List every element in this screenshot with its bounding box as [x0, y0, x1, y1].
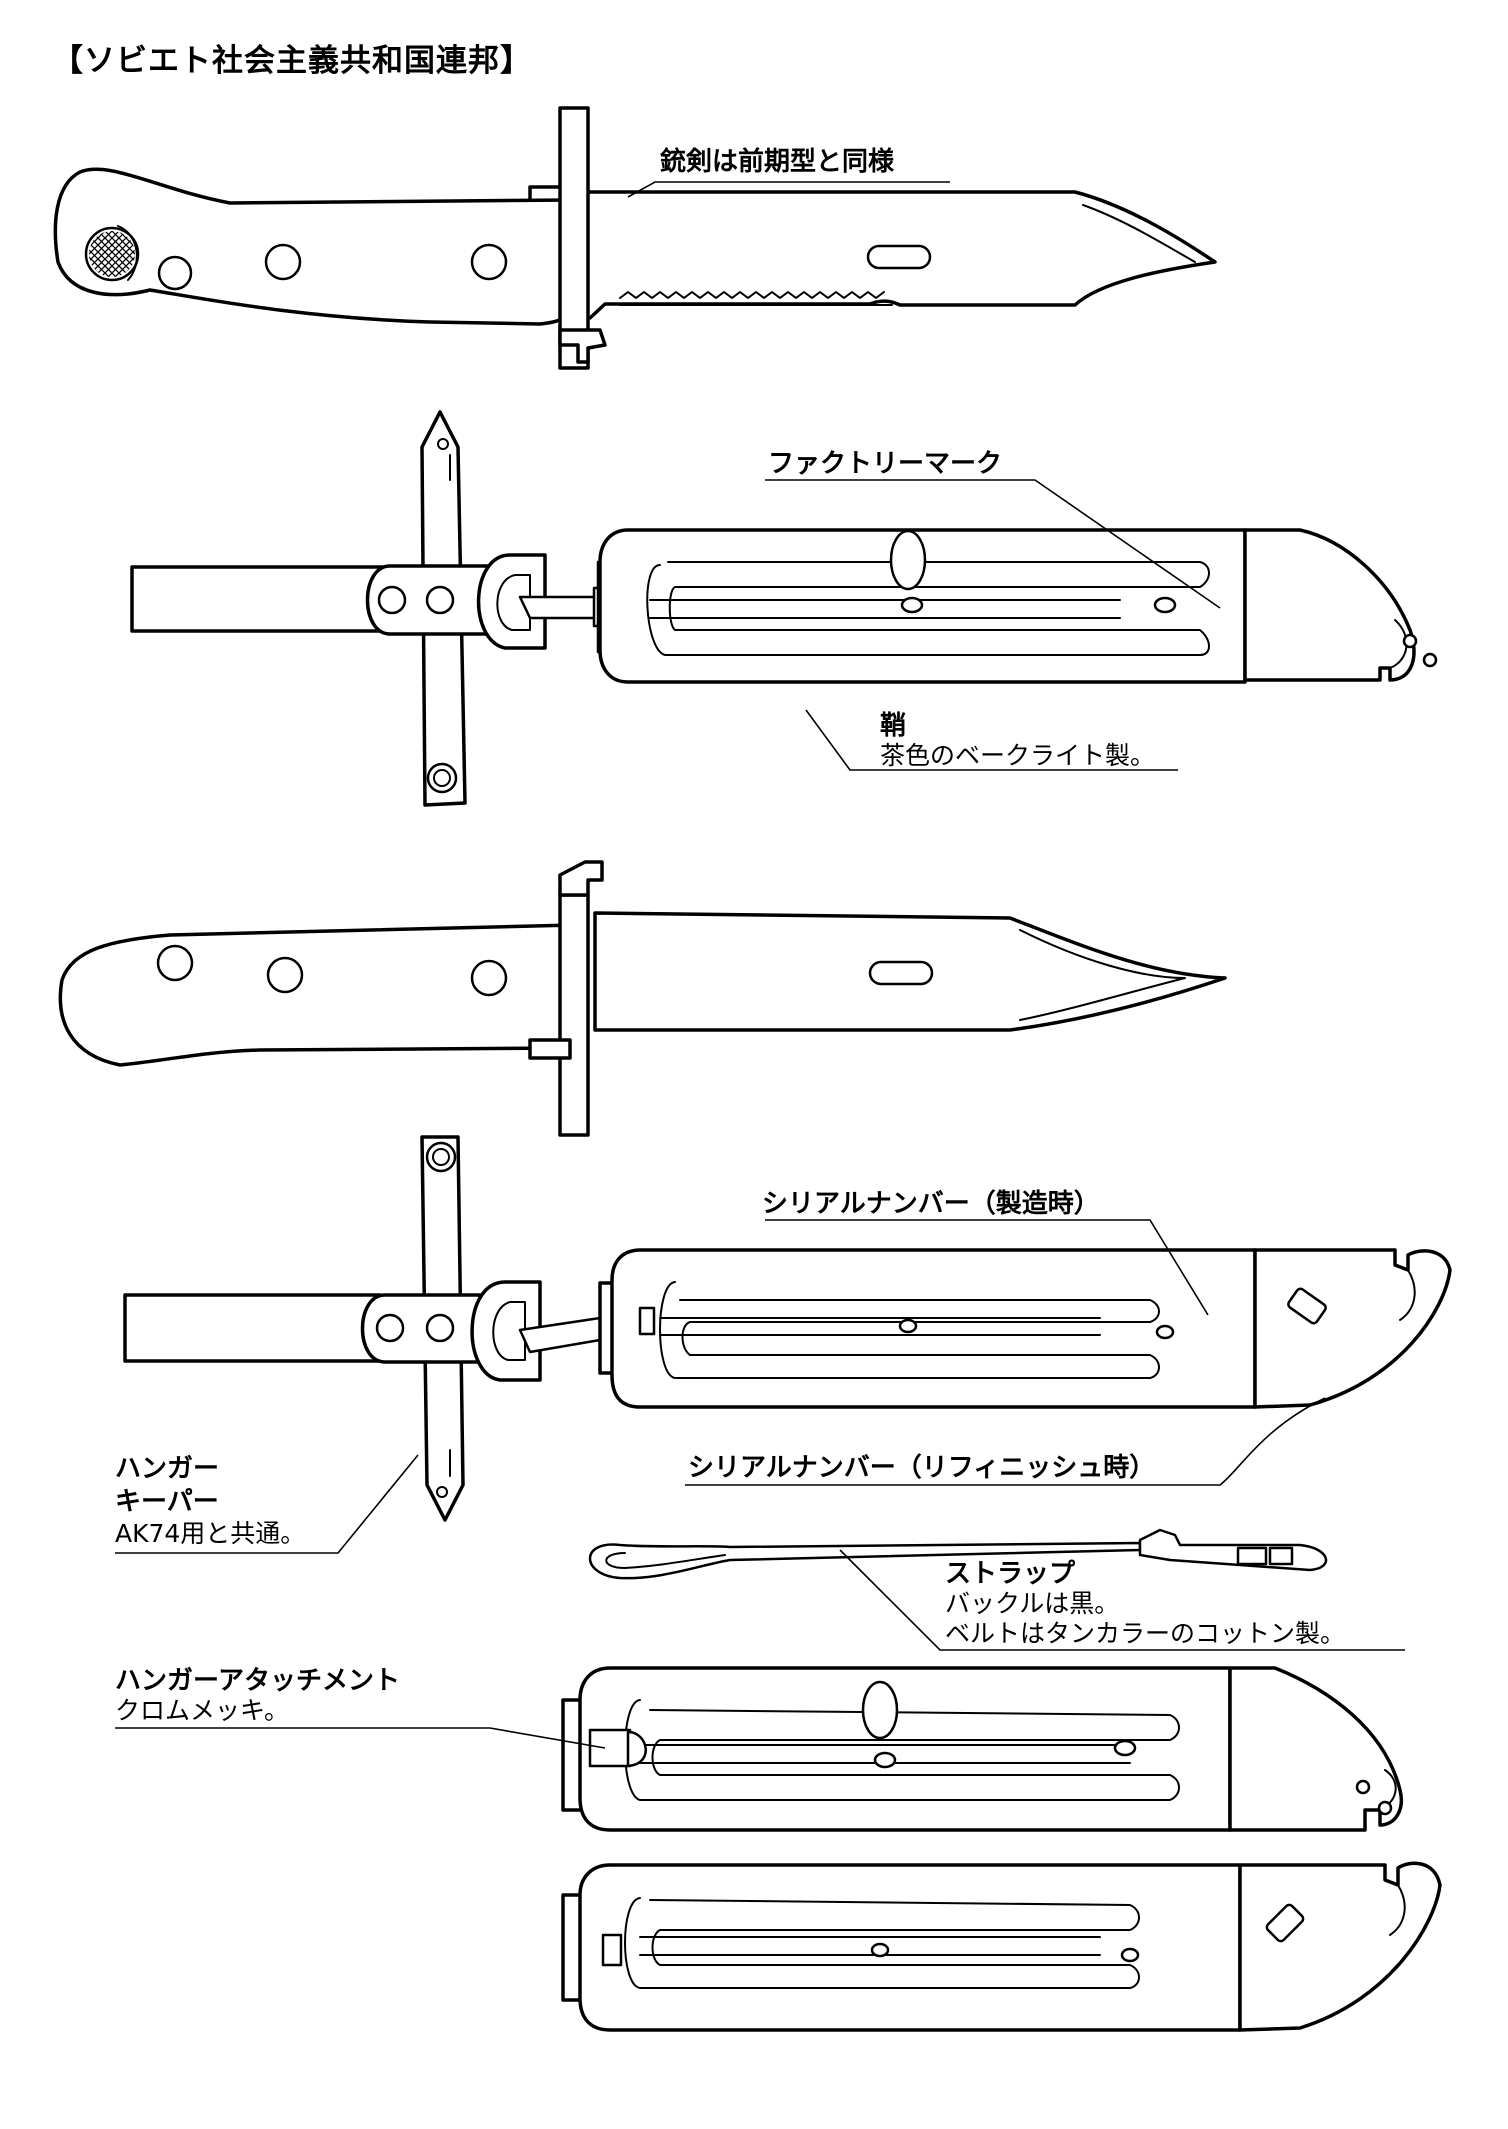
label-hanger-keeper-desc: AK74用と共通。 — [115, 1519, 306, 1548]
page-title: 【ソビエト社会主義共和国連邦】 — [52, 43, 532, 79]
label-hanger-attachment-title: ハンガーアタッチメント — [115, 1666, 400, 1696]
label-bayonet: 銃剣は前期型と同様 — [660, 147, 895, 177]
scabbard-bottom — [561, 1861, 1442, 2032]
label-hanger-keeper-line2: キーパー — [115, 1487, 219, 1517]
label-serial-manufacture: シリアルナンバー（製造時） — [762, 1189, 1100, 1219]
label-hanger-attachment-desc: クロムメッキ。 — [115, 1696, 290, 1725]
leader-lines — [115, 181, 1405, 1749]
strap-drawing — [588, 1528, 1328, 1580]
label-scabbard-title: 鞘 — [880, 711, 907, 741]
bayonet-serrated-side — [53, 106, 1217, 370]
scabbard-with-attachment — [561, 1666, 1403, 1832]
label-hanger-keeper-line1: ハンガー — [115, 1454, 220, 1484]
label-serial-refinish: シリアルナンバー（リフィニッシュ時） — [688, 1453, 1156, 1483]
scabbard-top-with-hanger — [130, 410, 1438, 807]
label-strap-desc-1: バックルは黒。 — [945, 1589, 1120, 1618]
scabbard-serial-with-hanger — [123, 1135, 1452, 1522]
label-strap-desc-2: ベルトはタンカラーのコットン製。 — [945, 1619, 1346, 1648]
label-factory-mark: ファクトリーマーク — [768, 449, 1003, 479]
label-strap-title: ストラップ — [945, 1559, 1076, 1589]
bayonet-plain-side — [58, 860, 1227, 1137]
label-scabbard-desc: 茶色のベークライト製。 — [880, 741, 1156, 770]
